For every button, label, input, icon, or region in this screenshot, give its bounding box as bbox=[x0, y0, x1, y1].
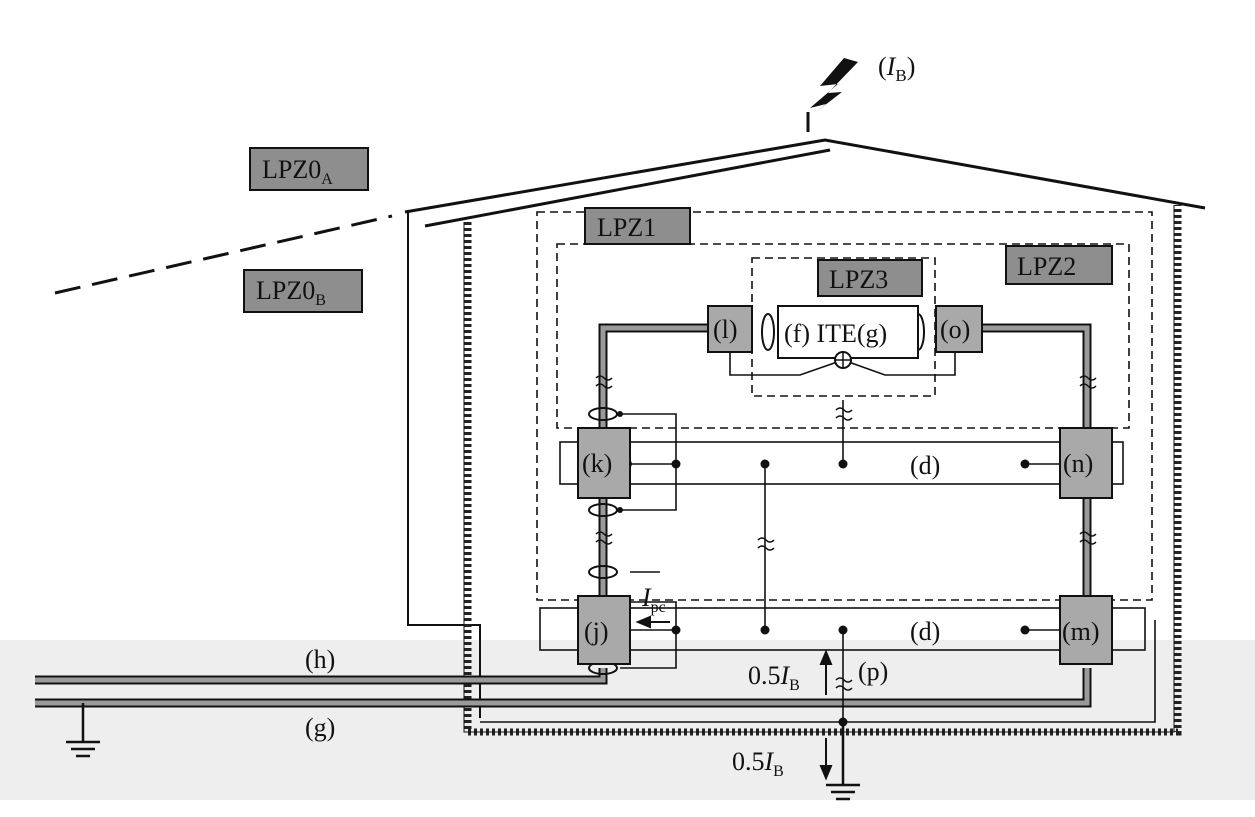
spd-n: (n) bbox=[1059, 427, 1113, 499]
ground-symbol-left-icon bbox=[66, 703, 100, 758]
lightning-bolt-icon bbox=[810, 58, 858, 112]
label-p: (p) bbox=[858, 657, 888, 686]
svg-text:LPZ3: LPZ3 bbox=[829, 265, 888, 294]
zone-tag-lpz3: LPZ3 bbox=[817, 259, 923, 297]
spd-k: (k) bbox=[577, 427, 631, 499]
zone-tag-lpz0b: LPZ0B bbox=[243, 269, 363, 313]
spd-j-label: (j) bbox=[584, 617, 609, 646]
inner-break-marks bbox=[757, 407, 853, 691]
zone-tag-lpz2: LPZ2 bbox=[1005, 245, 1113, 285]
ite-equipment: (f) ITE(g) bbox=[777, 305, 919, 369]
label-h: (h) bbox=[305, 645, 335, 674]
spd-o-label: (o) bbox=[940, 315, 970, 344]
spd-l-label: (l) bbox=[713, 315, 738, 344]
svg-text:LPZ1: LPZ1 bbox=[597, 213, 656, 242]
ground-band bbox=[0, 640, 1255, 800]
spd-o: (o) bbox=[935, 305, 983, 353]
label-half-ib-upper: 0.5IB bbox=[748, 661, 800, 694]
building-walls bbox=[407, 212, 481, 718]
break-marks bbox=[595, 375, 1097, 545]
bonding-bar-upper bbox=[559, 441, 1124, 485]
junction-dots bbox=[617, 411, 1030, 727]
ite-label: (f) ITE(g) bbox=[784, 319, 887, 348]
label-d-upper: (d) bbox=[910, 451, 940, 480]
ct-rings bbox=[588, 313, 925, 675]
building-roof bbox=[54, 112, 1206, 295]
current-arrows bbox=[635, 615, 833, 781]
spd-j: (j) bbox=[577, 595, 631, 665]
cables bbox=[35, 323, 1092, 708]
svg-text:LPZ0A: LPZ0A bbox=[262, 155, 333, 188]
label-half-ib-lower: 0.5IB bbox=[732, 747, 784, 780]
svg-text:LPZ2: LPZ2 bbox=[1017, 252, 1076, 281]
spd-m-label: (m) bbox=[1062, 617, 1100, 646]
zone-tag-lpz1: LPZ1 bbox=[584, 207, 691, 245]
spd-n-label: (n) bbox=[1063, 449, 1093, 478]
spd-l: (l) bbox=[707, 305, 753, 353]
svg-text:LPZ0B: LPZ0B bbox=[256, 276, 326, 309]
label-g: (g) bbox=[305, 713, 335, 742]
label-ipc: Ipc bbox=[641, 583, 666, 616]
label-d-lower: (d) bbox=[910, 617, 940, 646]
lpz1-boundary bbox=[536, 211, 1153, 601]
ground-symbol-right-icon bbox=[826, 722, 860, 801]
spd-m: (m) bbox=[1059, 595, 1113, 665]
strike-current-label: (IB) bbox=[878, 52, 915, 85]
zone-tag-lpz0a: LPZ0A bbox=[249, 147, 369, 191]
spd-k-label: (k) bbox=[582, 449, 612, 478]
